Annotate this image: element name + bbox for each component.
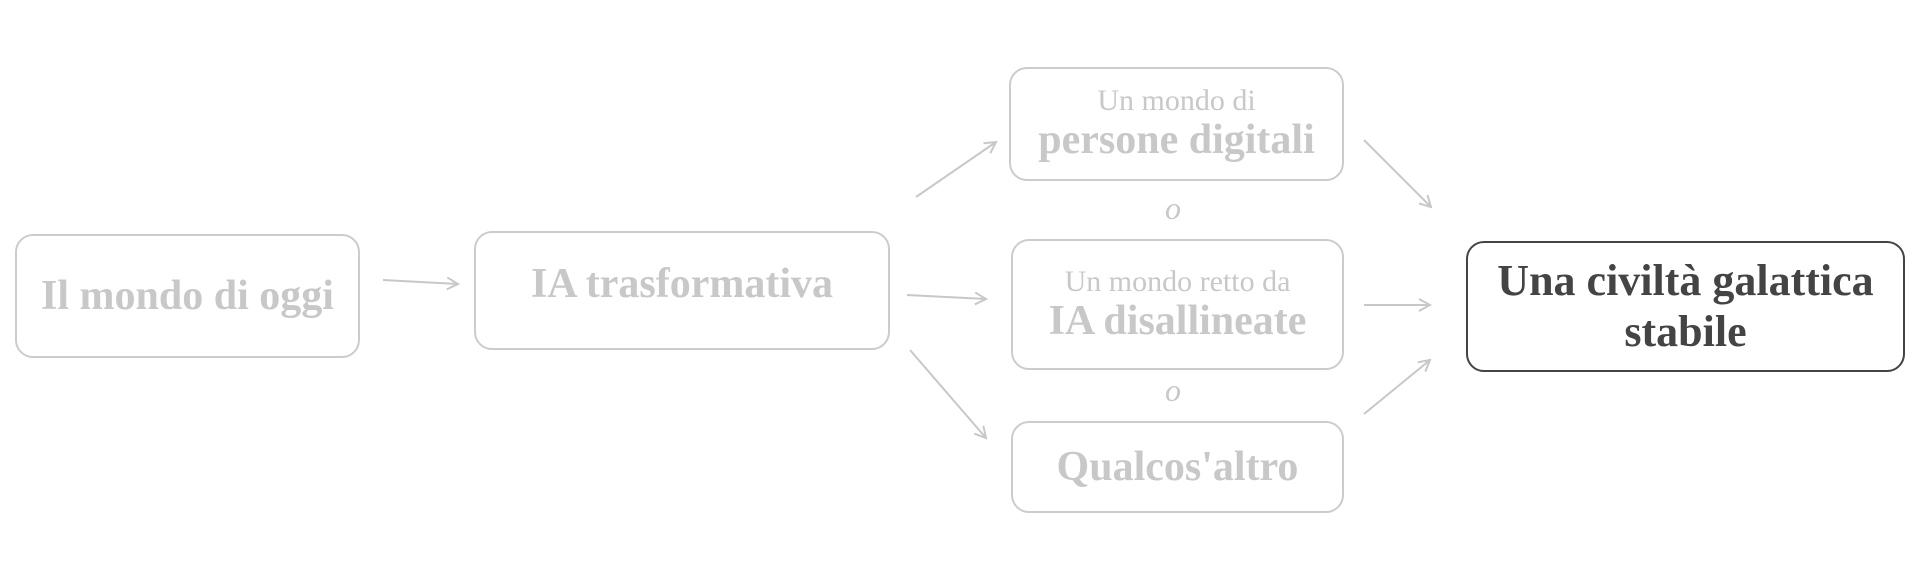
node-label: Il mondo di oggi bbox=[41, 272, 334, 319]
node-something-else: Qualcos'altro bbox=[1011, 421, 1344, 513]
node-sublabel: Un mondo di bbox=[1097, 84, 1256, 118]
arrow-ai-to-digital-people bbox=[915, 142, 996, 198]
node-label: IA trasformativa bbox=[530, 261, 834, 307]
node-galactic-civilization: Una civiltà galattica stabile bbox=[1466, 241, 1905, 372]
node-transformative-ai: IA trasformativa bbox=[474, 231, 890, 350]
or-separator: o bbox=[1165, 190, 1181, 226]
arrow-digital-people-to-civilization bbox=[1363, 139, 1431, 207]
node-digital-people: Un mondo di persone digitali bbox=[1009, 67, 1344, 181]
arrow-something-else-to-civilization bbox=[1363, 360, 1430, 415]
node-label: persone digitali bbox=[1038, 117, 1315, 164]
arrow-today-to-ai bbox=[382, 280, 458, 284]
arrow-ai-to-something-else bbox=[909, 349, 986, 438]
or-separator: o bbox=[1165, 372, 1181, 408]
node-label: IA disallineate bbox=[1048, 297, 1307, 344]
node-label-line2: stabile bbox=[1624, 306, 1747, 356]
node-sublabel: Un mondo retto da bbox=[1064, 264, 1291, 298]
node-today: Il mondo di oggi bbox=[15, 234, 360, 358]
node-label: Qualcos'altro bbox=[1056, 443, 1299, 490]
node-label: Una civiltà galattica bbox=[1497, 255, 1874, 305]
node-misaligned-ai: Un mondo retto da IA disallineate bbox=[1011, 239, 1344, 370]
arrow-ai-to-misaligned bbox=[906, 295, 986, 299]
